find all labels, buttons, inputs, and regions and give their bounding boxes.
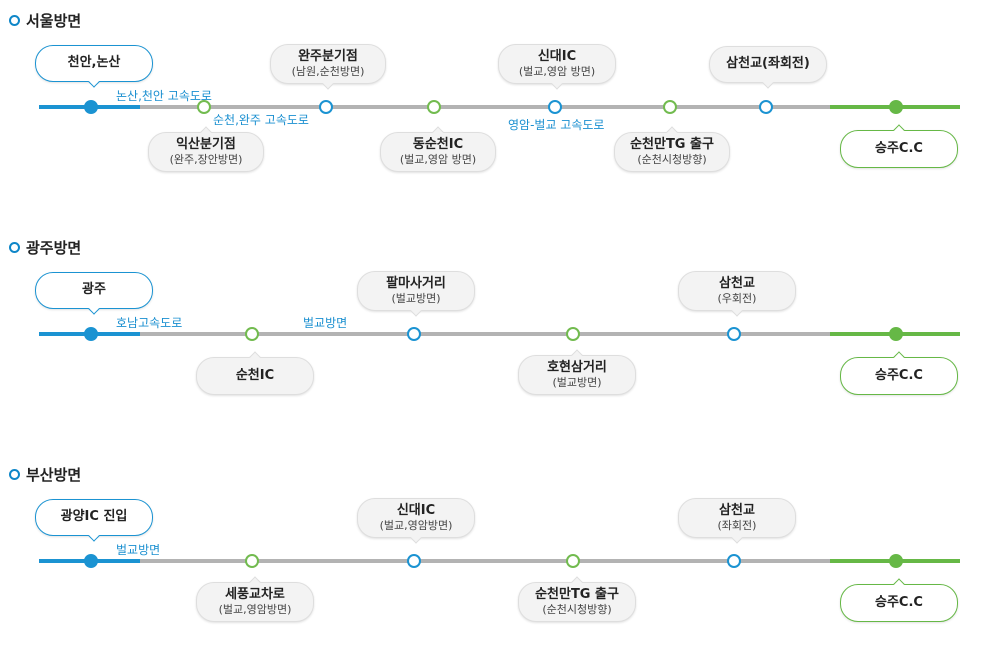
stop-node-icon (245, 327, 259, 341)
stop-bubble: 순천IC (196, 357, 314, 395)
stop-bubble: 순천만TG 출구 (순천시청방향) (518, 582, 636, 622)
road-label: 순천,완주 고속도로 (213, 113, 309, 127)
stop-node-icon (407, 554, 421, 568)
stop-node-icon (427, 100, 441, 114)
start-node-icon (84, 100, 98, 114)
section-busan: 부산방면 벌교방면 광양IC 진입 세풍교차로 (벌교,영암방면) 신대IC (… (0, 464, 983, 664)
route-line-middle (140, 105, 830, 109)
stop-bubble: 익산분기점 (완주,장안방면) (148, 132, 264, 172)
section-title: 부산방면 (9, 464, 81, 485)
road-label: 벌교방면 (303, 316, 348, 330)
destination-bubble: 승주C.C (840, 130, 958, 168)
section-title: 서울방면 (9, 10, 81, 31)
stop-bubble: 순천만TG 출구 (순천시청방향) (614, 132, 730, 172)
bullet-icon (9, 15, 20, 26)
stop-bubble: 신대IC (벌교,영암방면) (357, 498, 475, 538)
bullet-icon (9, 469, 20, 480)
stop-node-icon (727, 554, 741, 568)
end-node-icon (889, 327, 903, 341)
stop-bubble: 삼천교(좌회전) (709, 46, 827, 83)
stop-node-icon (663, 100, 677, 114)
stop-bubble: 신대IC (벌교,영암 방면) (498, 44, 616, 84)
section-seoul: 서울방면 논산,천안 고속도로 순천,완주 고속도로 영암-벌교 고속도로 천안… (0, 10, 983, 210)
end-node-icon (889, 554, 903, 568)
stop-bubble: 호현삼거리 (벌교방면) (518, 355, 636, 395)
road-label: 호남고속도로 (116, 316, 183, 330)
stop-node-icon (566, 327, 580, 341)
stop-node-icon (407, 327, 421, 341)
start-node-icon (84, 554, 98, 568)
stop-node-icon (548, 100, 562, 114)
bullet-icon (9, 242, 20, 253)
destination-bubble: 승주C.C (840, 584, 958, 622)
stop-bubble: 동순천IC (벌교,영암 방면) (380, 132, 496, 172)
start-location-bubble: 천안,논산 (35, 45, 153, 82)
stop-node-icon (245, 554, 259, 568)
stop-bubble: 완주분기점 (남원,순천방면) (270, 44, 386, 84)
destination-bubble: 승주C.C (840, 357, 958, 395)
road-label: 벌교방면 (116, 543, 161, 557)
start-node-icon (84, 327, 98, 341)
stop-bubble: 삼천교 (좌회전) (678, 498, 796, 538)
stop-node-icon (197, 100, 211, 114)
end-node-icon (889, 100, 903, 114)
section-title: 광주방면 (9, 237, 81, 258)
route-line-middle (140, 332, 830, 336)
stop-node-icon (727, 327, 741, 341)
stop-bubble: 삼천교 (우회전) (678, 271, 796, 311)
stop-node-icon (319, 100, 333, 114)
stop-node-icon (566, 554, 580, 568)
road-label: 논산,천안 고속도로 (116, 89, 212, 103)
road-label: 영암-벌교 고속도로 (508, 118, 605, 132)
start-location-bubble: 광양IC 진입 (35, 499, 153, 536)
stop-bubble: 세풍교차로 (벌교,영암방면) (196, 582, 314, 622)
start-location-bubble: 광주 (35, 272, 153, 309)
section-gwangju: 광주방면 호남고속도로 벌교방면 광주 순천IC 팔마사거리 (벌교방면) 호현… (0, 237, 983, 437)
stop-node-icon (759, 100, 773, 114)
route-line-middle (140, 559, 830, 563)
stop-bubble: 팔마사거리 (벌교방면) (357, 271, 475, 311)
